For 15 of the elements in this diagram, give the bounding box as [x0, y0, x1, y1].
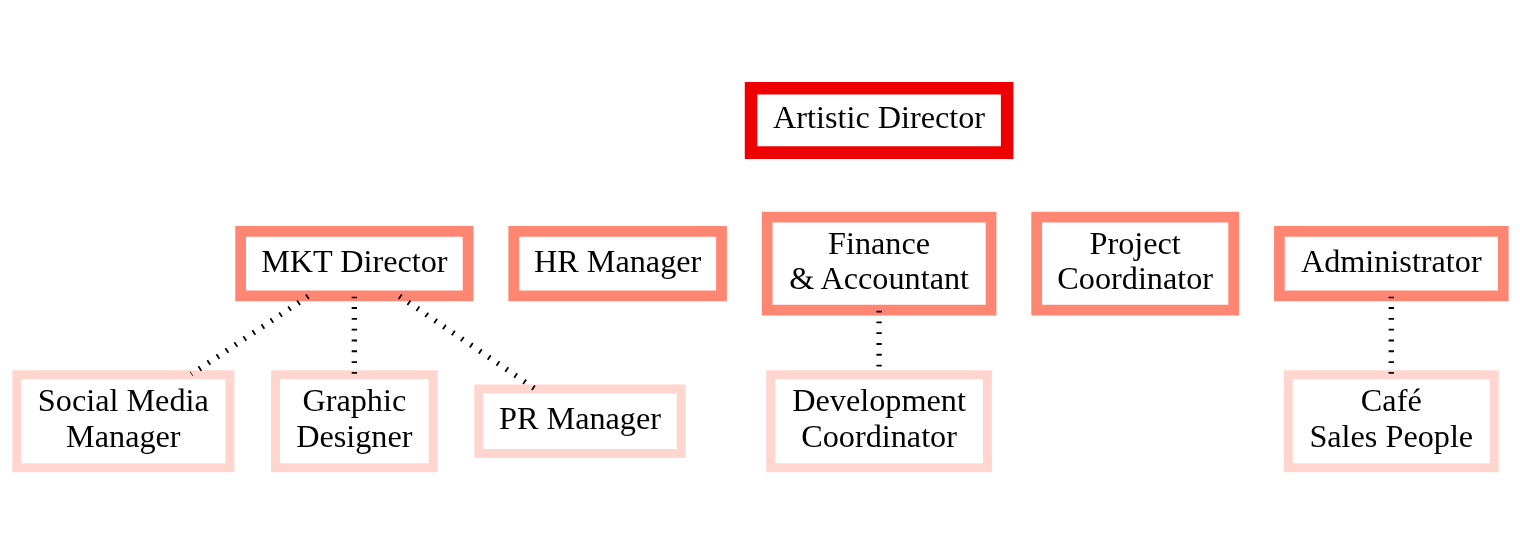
- node-box: HR Manager: [508, 226, 727, 302]
- connector: [1388, 296, 1394, 375]
- node-box: PR Manager: [474, 384, 686, 458]
- connector: [189, 294, 310, 377]
- node-box: Development Coordinator: [766, 370, 992, 473]
- node-box: Café Sales People: [1283, 370, 1499, 473]
- node-box: Project Coordinator: [1031, 211, 1240, 316]
- node-box: Finance & Accountant: [761, 211, 997, 316]
- node-box: Social Media Manager: [12, 370, 235, 473]
- node-box: MKT Director: [235, 226, 474, 302]
- node-box: Administrator: [1274, 226, 1509, 302]
- node-box: Artistic Director: [744, 81, 1014, 159]
- connector: [351, 296, 358, 375]
- node-box: Graphic Designer: [271, 370, 438, 473]
- connector: [397, 294, 537, 391]
